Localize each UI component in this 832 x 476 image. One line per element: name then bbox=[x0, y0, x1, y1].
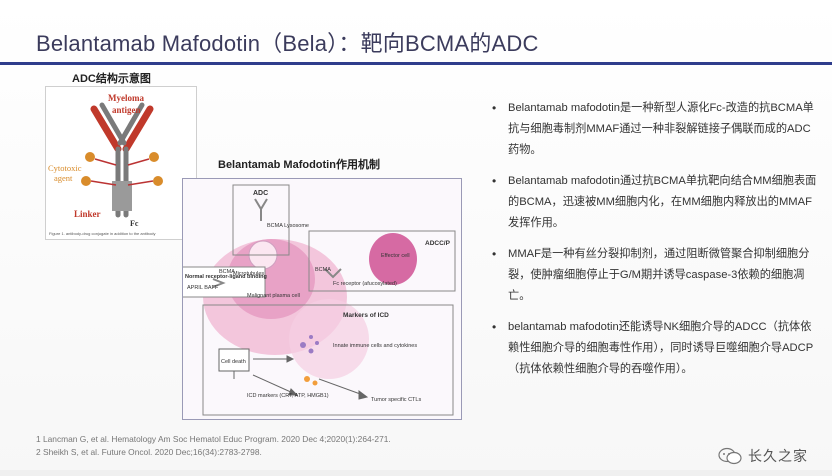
icd-halo bbox=[289, 299, 369, 379]
microtubules-label: Microtubules bbox=[233, 271, 264, 277]
antibody-left-arm bbox=[90, 105, 122, 153]
linker-label: Linker bbox=[74, 209, 101, 219]
figure1-note: Figure 1. antibody-drug conjugate in add… bbox=[49, 231, 156, 236]
adc-box bbox=[232, 184, 290, 256]
antibody-left-inner bbox=[99, 102, 127, 146]
watermark-text: 长久之家 bbox=[748, 448, 808, 464]
malignant-plasma-cell bbox=[227, 239, 315, 319]
adc-structure-figure: Myeloma antigen Cytotoxic agent Linker F… bbox=[45, 86, 197, 240]
adcc-p-label: ADCC/P bbox=[425, 240, 451, 247]
flow-arrows bbox=[233, 355, 369, 400]
adcc-box bbox=[308, 230, 456, 292]
antibody-right-inner bbox=[117, 102, 145, 146]
bcma-left-label: BCMA bbox=[219, 269, 235, 275]
cytotoxic-label: Cytotoxic bbox=[48, 163, 82, 173]
antibody-right-arm bbox=[122, 105, 154, 153]
linkers bbox=[90, 158, 154, 186]
mechanism-figure: ADC BCMA Lysosome Microtubules Malignant… bbox=[182, 178, 462, 420]
cell-death-label: Cell death bbox=[221, 359, 246, 365]
title-divider bbox=[0, 62, 832, 65]
bullet-item: Belantamab mafodotin是一种新型人源化Fc-改造的抗BCMA单… bbox=[490, 98, 820, 161]
malignant-label: Malignant plasma cell bbox=[247, 293, 300, 299]
reference-2: 2 Sheikh S, et al. Future Oncol. 2020 De… bbox=[36, 447, 262, 457]
fc-region bbox=[112, 181, 132, 211]
april-baff-label: APRIL BAFF bbox=[187, 285, 219, 291]
figure2-caption: Belantamab Mafodotin作用机制 bbox=[218, 159, 380, 171]
reference-1: 1 Lancman G, et al. Hematology Am Soc He… bbox=[36, 434, 391, 444]
normal-receptor-label: Normal receptor-ligand binding bbox=[185, 274, 267, 280]
markers-icd-label: Markers of ICD bbox=[343, 312, 389, 319]
figure1-caption: ADC结构示意图 bbox=[72, 73, 151, 85]
bullet-list: Belantamab mafodotin是一种新型人源化Fc-改造的抗BCMA单… bbox=[490, 98, 820, 390]
antigen-label: antigen bbox=[112, 105, 141, 115]
bullet-item: belantamab mafodotin还能诱导NK细胞介导的ADCC（抗体依赖… bbox=[490, 317, 820, 380]
myeloma-label: Myeloma bbox=[108, 93, 144, 103]
bullet-item: Belantamab mafodotin通过抗BCMA单抗靶向结合MM细胞表面的… bbox=[490, 171, 820, 234]
icd-markers-label: ICD markers (CRT, ATP, HMGB1) bbox=[247, 393, 329, 399]
cytokine-dots bbox=[300, 335, 319, 354]
icd-marker-dots bbox=[304, 376, 318, 386]
cytotoxic-payloads bbox=[81, 152, 163, 186]
slide-title: Belantamab Mafodotin（Bela）：靶向BCMA的ADC bbox=[36, 31, 539, 56]
icd-box bbox=[202, 304, 454, 416]
agent-label: agent bbox=[54, 173, 73, 183]
bcma-lysosome-label: BCMA Lysosome bbox=[267, 223, 309, 229]
tumor-ctl-label: Tumor specific CTLs bbox=[371, 397, 421, 403]
bcma-right-label: BCMA bbox=[315, 267, 331, 273]
fc-label: Fc bbox=[130, 219, 139, 228]
bullet-item: MMAF是一种有丝分裂抑制剂，通过阻断微管聚合抑制细胞分裂，使肿瘤细胞停止于G/… bbox=[490, 244, 820, 307]
references: 1 Lancman G, et al. Hematology Am Soc He… bbox=[36, 433, 391, 459]
innate-label: Innate immune cells and cytokines bbox=[333, 343, 417, 349]
mechanism-diagram: ADC BCMA Lysosome Microtubules Malignant… bbox=[183, 184, 456, 416]
watermark: 长久之家 bbox=[718, 446, 808, 466]
fc-receptor-label: Fc receptor (afucosylated) bbox=[333, 281, 397, 287]
bcma-receptor-right bbox=[324, 268, 342, 279]
normal-receptor-box bbox=[183, 266, 266, 298]
adc-structure-diagram: Myeloma antigen Cytotoxic agent Linker F… bbox=[48, 93, 163, 236]
bcma-receptor-left bbox=[212, 278, 226, 288]
adc-label: ADC bbox=[253, 190, 268, 197]
adc-antibody-icon bbox=[254, 198, 268, 221]
effector-cell bbox=[369, 233, 417, 285]
wechat-icon bbox=[718, 447, 742, 465]
effector-label: Effector cell bbox=[381, 253, 410, 259]
bottom-bar bbox=[0, 470, 832, 476]
